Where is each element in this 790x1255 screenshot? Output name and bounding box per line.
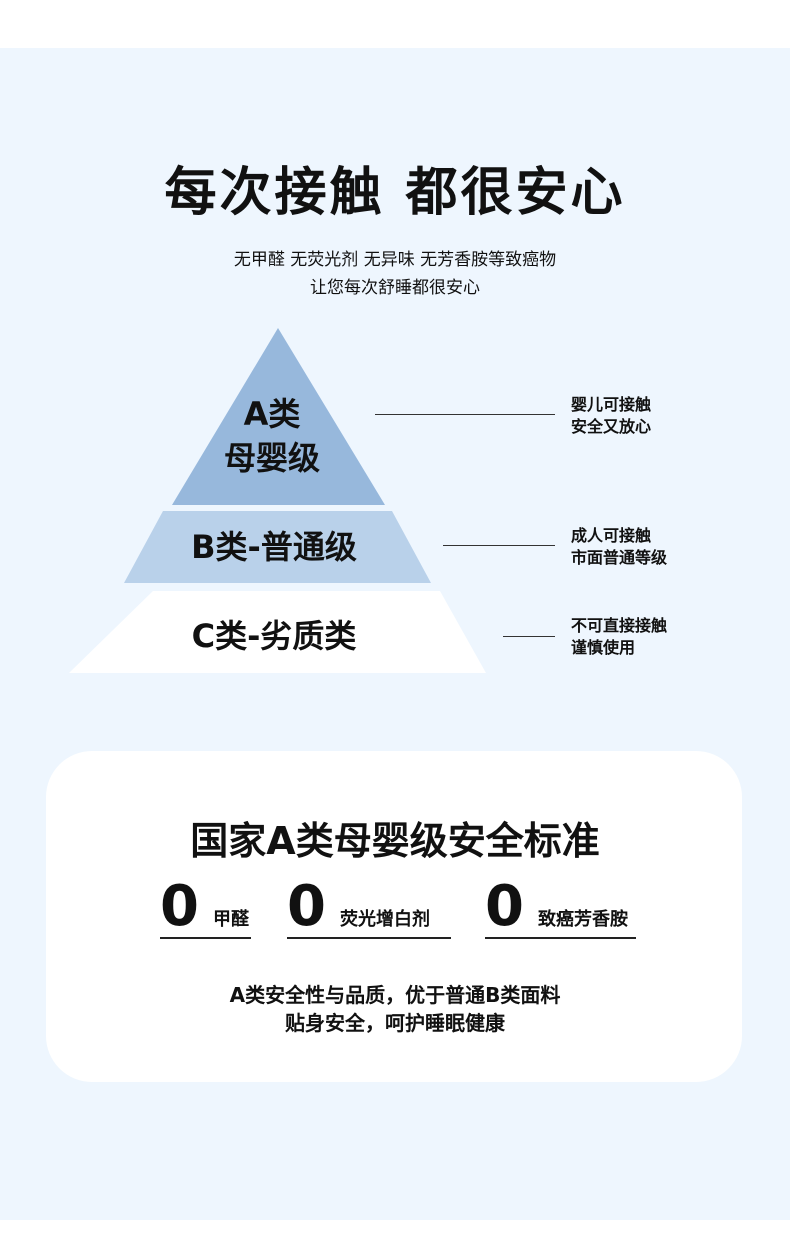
tier-a-connector	[375, 414, 555, 415]
page-title: 每次接触 都很安心	[164, 163, 626, 223]
tier-c-connector	[503, 636, 555, 637]
tier-b-note: 成人可接触市面普通等级	[571, 526, 668, 567]
tier-a-label-line2: 母婴级	[223, 439, 320, 477]
pyramid	[69, 328, 486, 673]
tier-c-label: C类-劣质类	[191, 617, 357, 655]
tier-b-connector	[443, 545, 555, 546]
standard-card	[46, 751, 742, 1082]
tier-b-label: B类-普通级	[191, 528, 357, 566]
card-desc-line-2: 贴身安全，呵护睡眠健康	[285, 1011, 505, 1035]
card-title: 国家A类母婴级安全标准	[190, 819, 600, 863]
tier-a-label-line1: A类	[243, 395, 301, 433]
tier-c-shape	[69, 591, 486, 673]
tier-a-shape	[172, 328, 385, 505]
tier-c-note: 不可直接接触谨慎使用	[571, 616, 668, 657]
subtitle-line-1: 无甲醛 无荧光剂 无异味 无芳香胺等致癌物	[233, 250, 557, 270]
tier-a-label: A类 母婴级	[172, 392, 372, 480]
tier-a-note: 婴儿可接触安全又放心	[571, 395, 652, 436]
card-desc-line-1: A类安全性与品质，优于普通B类面料	[229, 983, 561, 1007]
subtitle-line-2: 让您每次舒睡都很安心	[310, 278, 480, 298]
tier-b-shape	[124, 511, 431, 583]
